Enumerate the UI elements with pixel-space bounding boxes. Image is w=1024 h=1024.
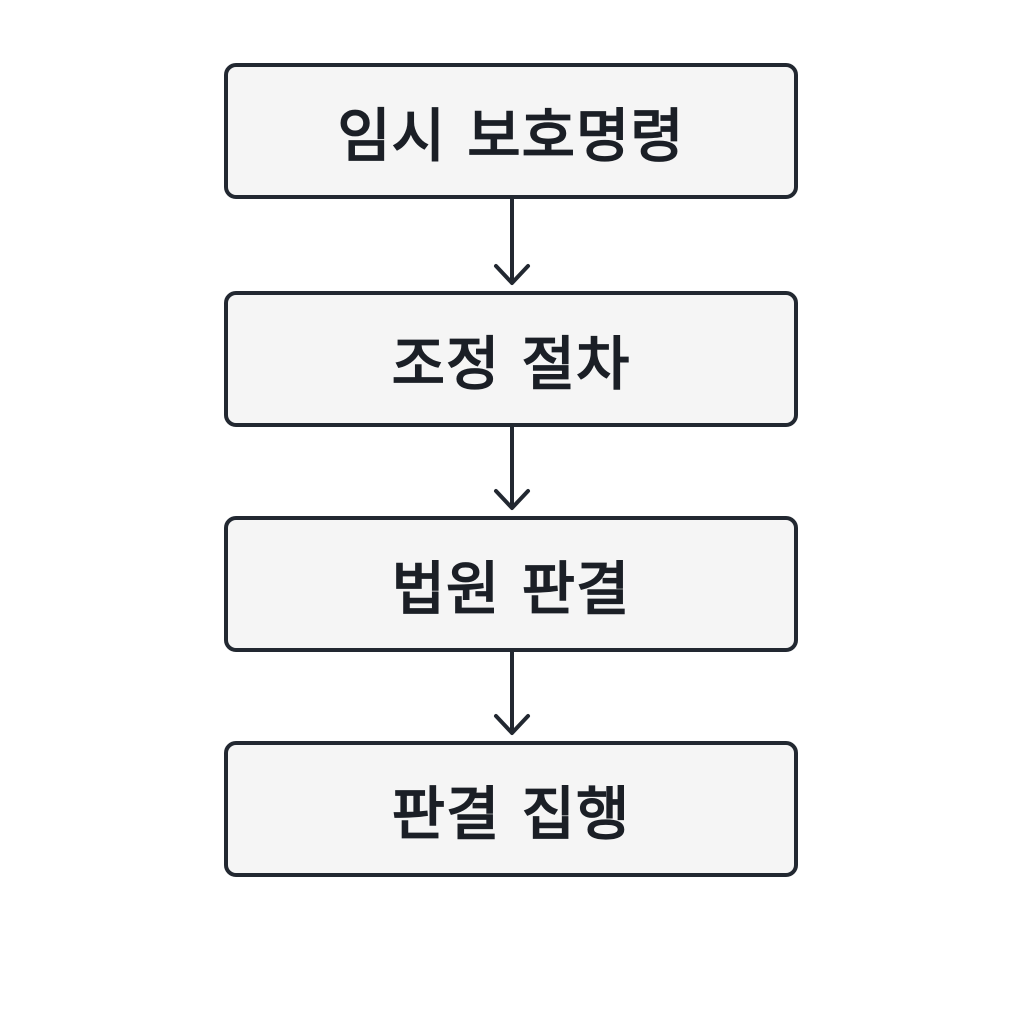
arrow-2-to-3 (494, 427, 530, 510)
arrow-1-to-2 (494, 199, 530, 285)
step-label: 판결 집행 (391, 780, 631, 848)
arrow-3-to-4 (494, 652, 530, 735)
step-label: 법원 판결 (391, 555, 631, 623)
step-box-mediation-procedure: 조정 절차 (224, 291, 798, 427)
step-box-temporary-protection-order: 임시 보호명령 (224, 63, 798, 199)
step-label: 조정 절차 (391, 330, 631, 398)
step-box-judgment-enforcement: 판결 집행 (224, 741, 798, 877)
step-box-court-judgment: 법원 판결 (224, 516, 798, 652)
step-label: 임시 보호명령 (337, 102, 685, 170)
